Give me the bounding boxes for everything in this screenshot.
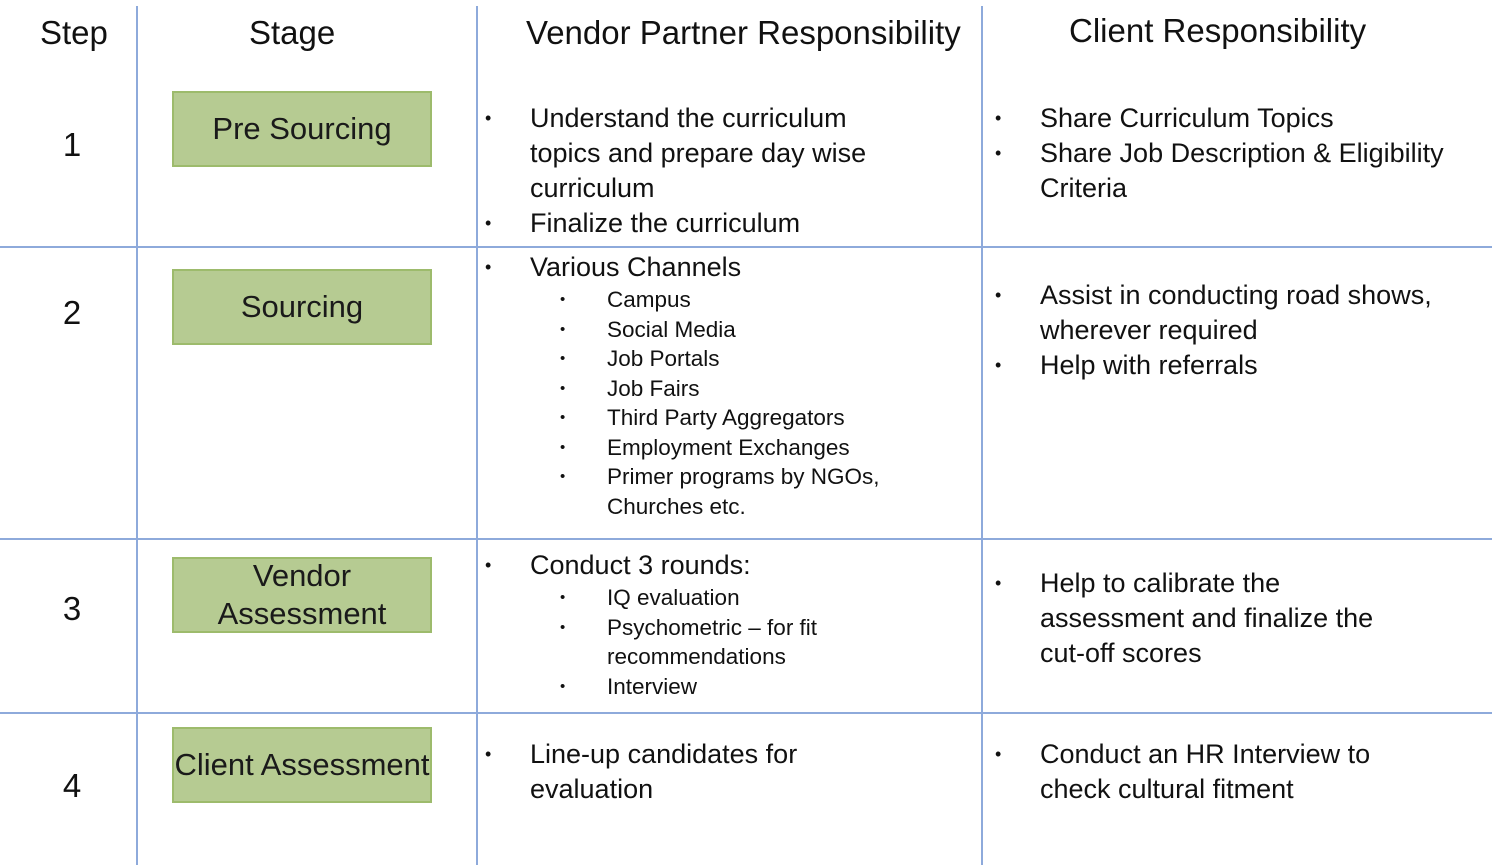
- sub-list-item: Social Media: [480, 315, 900, 345]
- list-item: Understand the curriculum topics and pre…: [480, 101, 900, 206]
- column-divider-step-stage: [136, 6, 138, 865]
- sub-list-item: Campus: [480, 285, 900, 315]
- row-divider-3: [0, 712, 1492, 714]
- list-item: Conduct an HR Interview to check cultura…: [990, 737, 1410, 807]
- header-step: Step: [40, 14, 108, 51]
- list-item: Help to calibrate the assessment and fin…: [990, 566, 1410, 671]
- vendor-responsibility-list: Conduct 3 rounds: IQ evaluation Psychome…: [480, 548, 900, 701]
- list-item: Share Curriculum Topics: [990, 101, 1490, 136]
- sub-list-item: IQ evaluation: [480, 583, 900, 613]
- vendor-responsibility-list: Line-up candidates for evaluation: [480, 737, 900, 807]
- stage-box-client-assessment: Client Assessment: [172, 727, 432, 803]
- sub-list-item: Employment Exchanges: [480, 433, 900, 463]
- vendor-responsibility-list: Various Channels Campus Social Media Job…: [480, 250, 900, 521]
- sub-list-item: Third Party Aggregators: [480, 403, 900, 433]
- list-item: Line-up candidates for evaluation: [480, 737, 900, 807]
- list-item: Help with referrals: [990, 348, 1490, 383]
- client-responsibility-list: Share Curriculum Topics Share Job Descri…: [990, 101, 1490, 206]
- column-divider-vendor-client: [981, 6, 983, 865]
- list-item: Share Job Description & Eligibility Crit…: [990, 136, 1490, 206]
- header-vendor-responsibility: Vendor Partner Responsibility: [526, 14, 961, 51]
- sub-list-item: Interview: [480, 672, 900, 702]
- list-item: Assist in conducting road shows, whereve…: [990, 278, 1490, 348]
- header-stage: Stage: [249, 14, 336, 51]
- list-item: Various Channels: [480, 250, 900, 285]
- sub-list-item: Job Portals: [480, 344, 900, 374]
- client-responsibility-list: Help to calibrate the assessment and fin…: [990, 566, 1410, 671]
- list-item: Conduct 3 rounds:: [480, 548, 900, 583]
- client-responsibility-list: Conduct an HR Interview to check cultura…: [990, 737, 1410, 807]
- list-item: Finalize the curriculum: [480, 206, 900, 241]
- sub-list-item: Psychometric – for fit recommendations: [480, 613, 900, 672]
- step-number: 2: [62, 294, 82, 331]
- step-number: 1: [62, 126, 82, 163]
- row-divider-2: [0, 538, 1492, 540]
- stage-box-pre-sourcing: Pre Sourcing: [172, 91, 432, 167]
- step-number: 4: [62, 767, 82, 804]
- stage-box-vendor-assessment: Vendor Assessment: [172, 557, 432, 633]
- column-divider-stage-vendor: [476, 6, 478, 865]
- sub-list-item: Job Fairs: [480, 374, 900, 404]
- stage-box-sourcing: Sourcing: [172, 269, 432, 345]
- header-client-responsibility: Client Responsibility: [1069, 12, 1367, 49]
- client-responsibility-list: Assist in conducting road shows, whereve…: [990, 278, 1490, 383]
- row-divider-1: [0, 246, 1492, 248]
- step-number: 3: [62, 590, 82, 627]
- vendor-responsibility-list: Understand the curriculum topics and pre…: [480, 101, 900, 241]
- sub-list-item: Primer programs by NGOs, Churches etc.: [480, 462, 900, 521]
